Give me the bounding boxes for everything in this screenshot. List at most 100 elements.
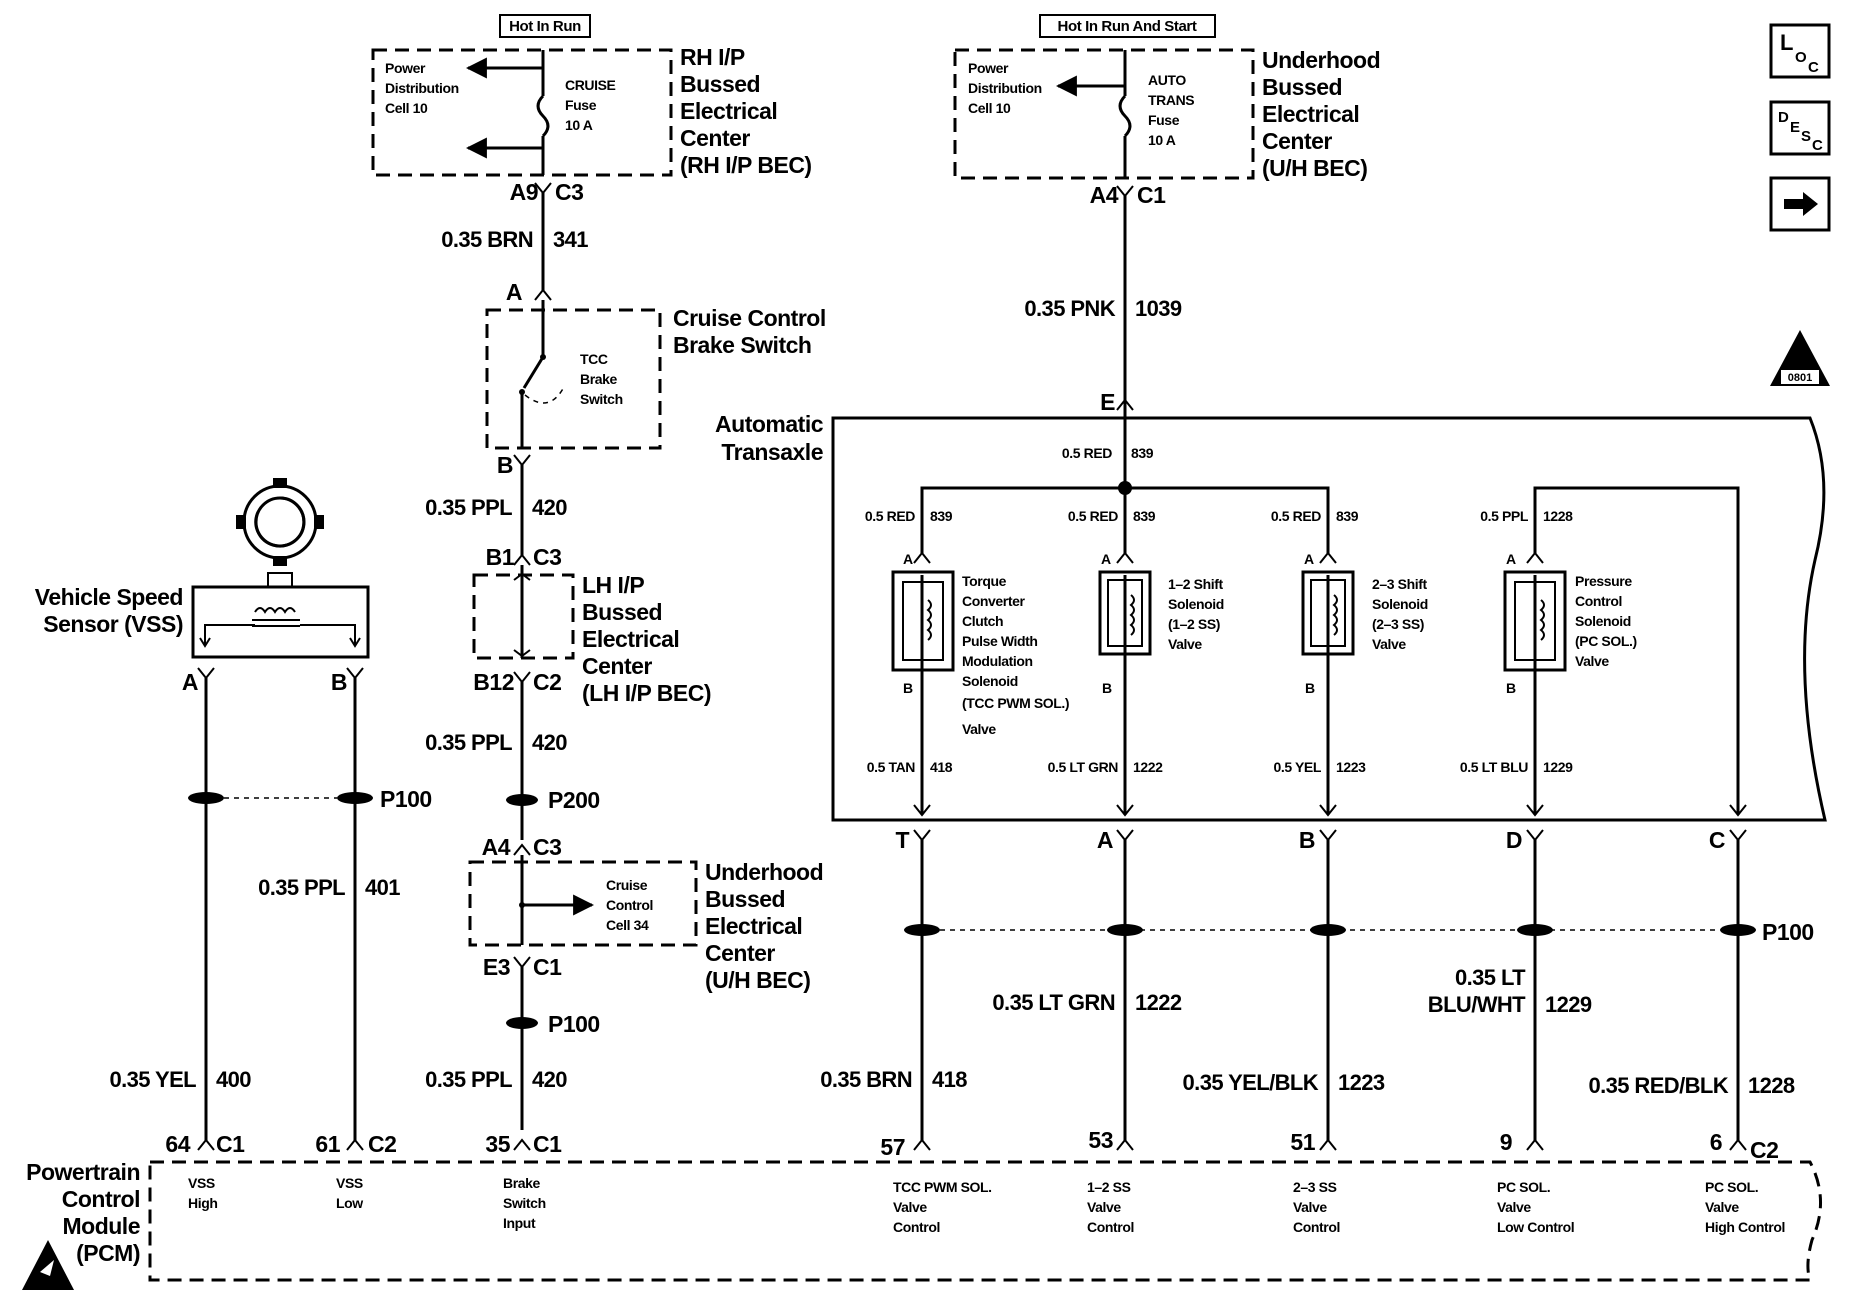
svg-text:1223: 1223 (1336, 759, 1366, 775)
svg-text:420: 420 (532, 1067, 567, 1092)
next-arrow-button[interactable] (1769, 176, 1831, 232)
revision-badge: 0801 (1770, 330, 1830, 386)
svg-text:Control: Control (606, 897, 653, 913)
svg-text:D: D (1506, 827, 1522, 853)
wire-420a-label: 0.35 PPL (425, 495, 512, 520)
svg-text:Bussed: Bussed (582, 599, 662, 625)
uh-bec-mid-title: Underhood (705, 859, 823, 885)
coil-icon (1332, 594, 1338, 636)
svg-text:Converter: Converter (962, 593, 1025, 609)
svg-text:Input: Input (503, 1215, 536, 1231)
svg-text:(TCC PWM SOL.): (TCC PWM SOL.) (962, 695, 1069, 711)
svg-text:839: 839 (1133, 508, 1156, 524)
svg-text:Valve: Valve (1087, 1199, 1121, 1215)
tcc-solenoid: A B Torque Converter Clutch Pulse Width … (891, 551, 1070, 737)
ss23-solenoid: A B 2–3 Shift Solenoid (2–3 SS) Valve (1301, 551, 1428, 696)
svg-text:Module: Module (63, 1213, 141, 1239)
svg-text:B: B (903, 680, 913, 696)
svg-text:9: 9 (1500, 1129, 1512, 1155)
svg-text:Center: Center (1262, 128, 1332, 154)
svg-text:Cell 10: Cell 10 (385, 100, 428, 116)
loc-button[interactable]: L O C (1769, 23, 1831, 79)
vss-title: Vehicle Speed (35, 584, 183, 610)
svg-text:(1–2 SS): (1–2 SS) (1168, 616, 1220, 632)
rh-bec-title: RH I/P (680, 44, 745, 70)
svg-text:Transaxle: Transaxle (721, 439, 823, 465)
svg-text:P100: P100 (380, 786, 432, 812)
svg-text:Valve: Valve (1497, 1199, 1531, 1215)
ss23-sol-label: 2–3 Shift (1372, 576, 1427, 592)
svg-text:VSS: VSS (188, 1175, 215, 1191)
svg-text:Control: Control (1087, 1219, 1134, 1235)
svg-text:Valve: Valve (962, 721, 996, 737)
svg-text:S: S (1801, 128, 1811, 145)
svg-text:C3: C3 (533, 544, 561, 570)
uh-bec-top-title: Underhood (1262, 47, 1380, 73)
svg-text:1229: 1229 (1545, 992, 1592, 1017)
svg-text:0.5 PPL: 0.5 PPL (1480, 508, 1529, 524)
svg-text:Distribution: Distribution (385, 80, 459, 96)
svg-text:PC SOL.: PC SOL. (1705, 1179, 1758, 1195)
wire-400-label: 0.35 YEL (109, 1067, 196, 1092)
svg-text:B: B (1102, 680, 1112, 696)
svg-text:C3: C3 (555, 179, 583, 205)
svg-text:B1: B1 (486, 544, 515, 570)
svg-text:0.5 TAN: 0.5 TAN (867, 759, 916, 775)
svg-text:Center: Center (680, 125, 750, 151)
svg-text:(PCM): (PCM) (76, 1240, 140, 1266)
svg-text:B: B (1299, 827, 1315, 853)
svg-text:418: 418 (930, 759, 953, 775)
wire-1229-label: 0.35 LT (1455, 965, 1526, 990)
desc-button[interactable]: D E S C (1769, 100, 1831, 156)
tcc-sol-label: Torque (962, 573, 1007, 589)
svg-text:Electrical: Electrical (705, 913, 802, 939)
esd-warning-icon (22, 1240, 74, 1290)
svg-text:E: E (1100, 389, 1115, 415)
svg-text:Valve: Valve (1575, 653, 1609, 669)
svg-text:0.5 LT BLU: 0.5 LT BLU (1460, 759, 1528, 775)
svg-text:2–3 SS: 2–3 SS (1293, 1179, 1337, 1195)
svg-text:Low: Low (336, 1195, 363, 1211)
svg-text:A: A (506, 279, 522, 305)
svg-text:(PC SOL.): (PC SOL.) (1575, 633, 1637, 649)
svg-text:1039: 1039 (1135, 296, 1182, 321)
svg-text:(2–3 SS): (2–3 SS) (1372, 616, 1424, 632)
svg-text:O: O (1795, 49, 1807, 66)
uh-bec-top-group: Hot In Run And Start Power Distribution … (953, 14, 1381, 181)
svg-text:64: 64 (165, 1131, 190, 1157)
svg-text:B: B (1506, 680, 1516, 696)
svg-text:1223: 1223 (1338, 1070, 1385, 1095)
auto-trans-fuse-label: AUTO (1148, 72, 1186, 88)
rh-bec-group: Hot In Run Power Distribution Cell 10 CR… (371, 14, 812, 178)
svg-text:Electrical: Electrical (1262, 101, 1359, 127)
svg-text:A: A (1304, 551, 1314, 567)
hot-in-run-start-label: Hot In Run And Start (1058, 18, 1197, 35)
svg-text:(LH I/P BEC): (LH I/P BEC) (582, 680, 711, 706)
svg-text:6: 6 (1710, 1129, 1722, 1155)
svg-text:1222: 1222 (1135, 990, 1182, 1015)
transaxle-title: Automatic (715, 411, 824, 437)
svg-text:E3: E3 (483, 954, 510, 980)
coil-icon (1539, 599, 1545, 641)
svg-text:Center: Center (705, 940, 775, 966)
coil-icon (926, 599, 932, 641)
svg-text:0.5 LT GRN: 0.5 LT GRN (1048, 759, 1119, 775)
pc-solenoid: A B Pressure Control Solenoid (PC SOL.) … (1503, 551, 1637, 696)
svg-text:TCC PWM SOL.: TCC PWM SOL. (893, 1179, 992, 1195)
svg-text:Power: Power (968, 60, 1009, 76)
svg-text:Bussed: Bussed (705, 886, 785, 912)
wire-420b-label: 0.35 PPL (425, 730, 512, 755)
svg-text:Control: Control (1575, 593, 1622, 609)
svg-text:418: 418 (932, 1067, 967, 1092)
svg-text:B: B (497, 452, 513, 478)
svg-text:Electrical: Electrical (582, 626, 679, 652)
svg-text:Bussed: Bussed (1262, 74, 1342, 100)
svg-text:C: C (1812, 137, 1823, 154)
svg-text:Valve: Valve (1293, 1199, 1327, 1215)
svg-text:420: 420 (532, 730, 567, 755)
svg-text:C2: C2 (368, 1131, 396, 1157)
svg-text:High Control: High Control (1705, 1219, 1785, 1235)
ss12-sol-label: 1–2 Shift (1168, 576, 1223, 592)
wire-418-label: 0.35 BRN (820, 1067, 912, 1092)
